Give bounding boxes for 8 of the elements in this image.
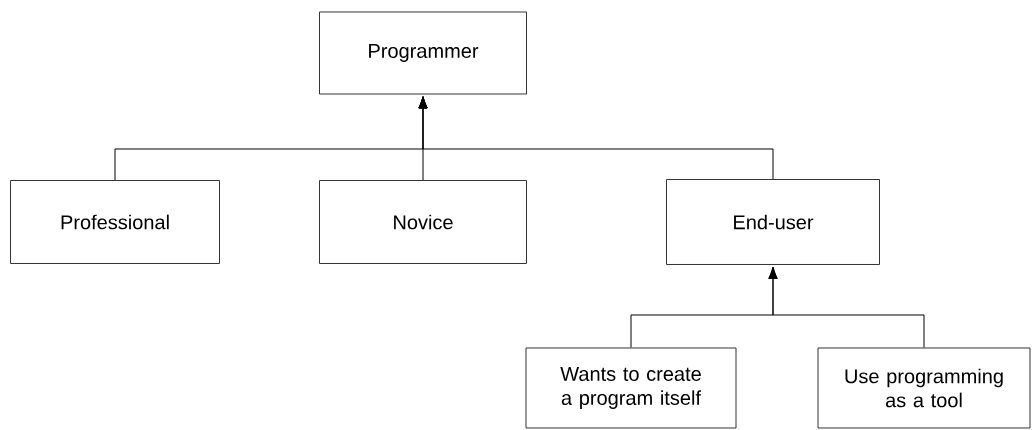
arrow <box>418 96 774 180</box>
category-box: Use programming as a tool <box>817 347 1031 429</box>
arrow <box>768 266 925 348</box>
category-box: End-user <box>666 179 880 265</box>
category-box: Professional <box>10 180 220 264</box>
category-box: Wants to create a program itself <box>525 347 737 429</box>
category-box: Novice <box>319 180 527 264</box>
category-box: Programmer <box>319 11 527 95</box>
